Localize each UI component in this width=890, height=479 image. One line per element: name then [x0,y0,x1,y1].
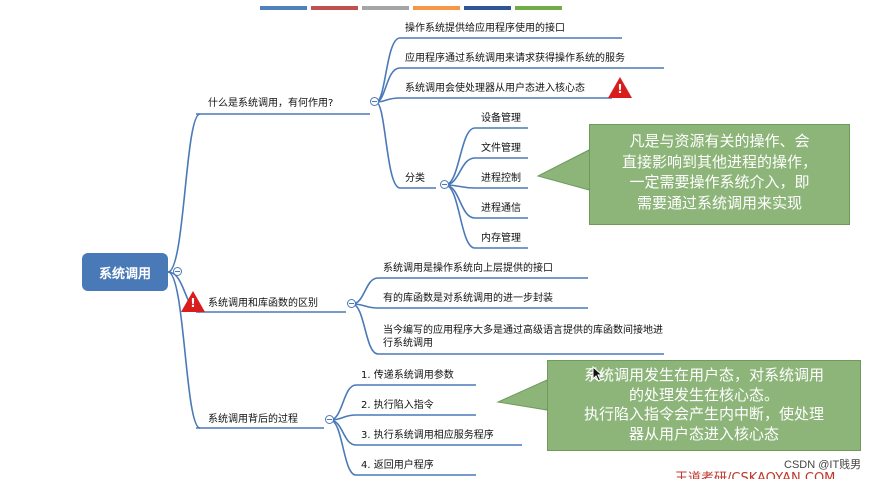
theme-tab-3[interactable] [362,6,409,10]
process-step-4[interactable]: 4. 返回用户程序 [361,460,434,471]
category-item-file[interactable]: 文件管理 [481,143,521,154]
root-label: 系统调用 [98,266,151,282]
diff-item-2[interactable]: 有的库函数是对系统调用的进一步封装 [383,293,553,304]
what-item-1[interactable]: 操作系统提供给应用程序使用的接口 [405,23,565,34]
root-collapse-toggle[interactable] [173,267,182,276]
theme-tab-1[interactable] [260,6,307,10]
watermark-text: CSDN @IT贱男 [784,459,862,471]
callout-2-line-3: 执行陷入指令会产生内中断，使处理 [583,405,824,423]
branch-syscall-vs-library[interactable]: 系统调用和库函数的区别 [208,298,318,309]
branch-diff-collapse-toggle[interactable] [347,299,356,308]
callout-1-line-3: 一定需要操作系统介入，即 [629,173,810,191]
callout-1-line-1: 凡是与资源有关的操作、会 [629,132,810,150]
link-root-what [167,113,201,273]
category-item-device[interactable]: 设备管理 [481,113,521,124]
branch-process-collapse-toggle[interactable] [325,415,334,424]
link-root-process [167,271,201,429]
callout-2-line-2: 的处理发生在核心态。 [628,385,779,404]
category-item-ipc[interactable]: 进程通信 [481,203,521,214]
branch-what-collapse-toggle[interactable] [370,97,379,106]
theme-tab-4[interactable] [413,6,460,10]
theme-tab-6[interactable] [515,6,562,10]
diff-item-1[interactable]: 系统调用是操作系统向上层提供的接口 [383,263,553,274]
warning-icon: ! [181,291,205,312]
theme-tab-2[interactable] [311,6,358,10]
theme-tab-5[interactable] [464,6,511,10]
category-node[interactable]: 分类 [405,173,425,184]
diff-item-3[interactable]: 当今编写的应用程序大多是通过高级语言提供的库函数间接地进行系统调用 [383,325,663,349]
warning-icon: ! [608,77,632,98]
callout-trap-instruction: 系统调用发生在用户态，对系统调用 的处理发生在核心态。 执行陷入指令会产生内中断… [547,360,861,451]
category-item-process[interactable]: 进程控制 [481,173,521,184]
branch-what-is-syscall[interactable]: 什么是系统调用，有何作用? [208,98,334,109]
process-step-1[interactable]: 1. 传递系统调用参数 [361,370,454,381]
category-collapse-toggle[interactable] [440,180,449,189]
callout-resource-operations: 凡是与资源有关的操作、会 直接影响到其他进程的操作， 一定需要操作系统介入，即 … [589,124,850,225]
callout-1-line-4: 需要通过系统调用来实现 [636,193,802,212]
category-item-memory[interactable]: 内存管理 [481,233,521,244]
callout-2-line-1: 系统调用发生在用户态，对系统调用 [583,366,824,384]
process-step-3[interactable]: 3. 执行系统调用相应服务程序 [361,430,494,441]
brand-footer: 王道考研/CSKAOYAN.COM [675,471,836,479]
what-item-3[interactable]: 系统调用会使处理器从用户态进入核心态 [405,83,585,94]
what-item-2[interactable]: 应用程序通过系统调用来请求获得操作系统的服务 [405,53,625,64]
mouse-cursor-icon [592,366,604,382]
callout-1-line-2: 直接影响到其他进程的操作， [621,152,817,171]
callout-2-line-4: 器从用户态进入核心态 [628,424,779,443]
root-node[interactable]: 系统调用 [82,253,168,291]
process-step-2[interactable]: 2. 执行陷入指令 [361,400,434,411]
branch-syscall-process[interactable]: 系统调用背后的过程 [208,414,298,425]
